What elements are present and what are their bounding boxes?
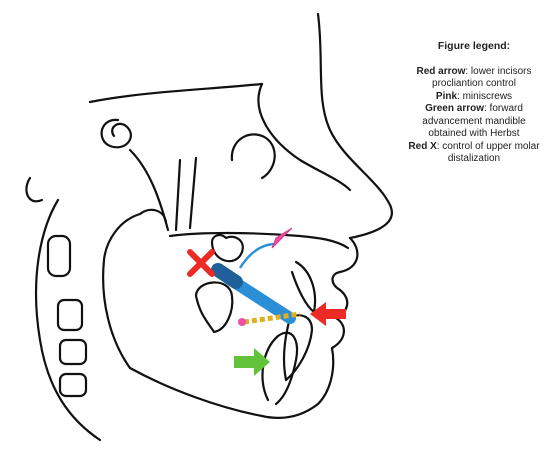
chin-profile [260, 346, 335, 419]
figure-legend: Figure legend: Red arrow: lower incisors… [404, 40, 544, 166]
legend-entry-green-arrow: Green arrow: forward advancement mandibl… [404, 103, 544, 141]
legend-key: Red arrow [416, 65, 466, 77]
skull-base-outline [35, 198, 102, 442]
herbst-cap [211, 263, 243, 289]
chain-anchor [238, 318, 246, 326]
frontal-contour [257, 82, 352, 192]
legend-text: : control of upper molar distalization [436, 140, 540, 165]
legend-entry-pink: Pink: miniscrews [404, 91, 544, 104]
legend-key: Pink [435, 90, 458, 102]
condyle [138, 208, 168, 224]
legend-text: : forward advancement mandible obtained … [422, 103, 526, 139]
orbit-contour [230, 133, 276, 180]
legend-key: Green arrow [425, 103, 484, 114]
vertebra-c5 [58, 372, 88, 398]
elastic-chain [238, 311, 301, 326]
pterygoid-line-2 [188, 156, 198, 230]
occipital-contour [25, 176, 44, 203]
lower-molar [194, 281, 234, 334]
clivus [128, 148, 170, 232]
upper-molar [210, 233, 244, 263]
legend-title: Figure legend: [437, 40, 511, 52]
nose-profile [331, 236, 359, 292]
vertebra-c2 [46, 234, 72, 278]
green-arrow-icon [234, 348, 270, 376]
lower-lip [330, 316, 345, 350]
miniscrew-pink-icon [271, 227, 293, 249]
lower-incisor [282, 314, 314, 382]
legend-entry-red-x: Red X: control of upper molar distalizat… [404, 141, 544, 166]
mandible-ramus [102, 212, 142, 370]
symphysis [261, 331, 299, 406]
vertebra-c4 [58, 338, 88, 366]
maxilla-outline [168, 231, 350, 250]
legend-text: : miniscrews [457, 90, 513, 102]
miniscrew-wire [238, 242, 277, 269]
vertebra-c3 [56, 298, 84, 332]
cranial-base-line [88, 82, 264, 104]
mandible-lower-border [128, 366, 264, 418]
chain-links [243, 311, 301, 325]
legend-key: Red X [408, 140, 437, 152]
legend-text: : lower incisors procliantion control [432, 65, 532, 90]
upper-incisor [290, 260, 317, 314]
red-x-icon [187, 249, 215, 277]
legend-entry-red-arrow: Red arrow: lower incisors procliantion c… [404, 66, 544, 91]
herbst-appliance [211, 263, 296, 324]
sella-turcica [100, 118, 132, 149]
red-arrow-icon [310, 302, 346, 326]
forehead-profile [316, 12, 393, 240]
pterygoid-line-1 [174, 158, 182, 232]
